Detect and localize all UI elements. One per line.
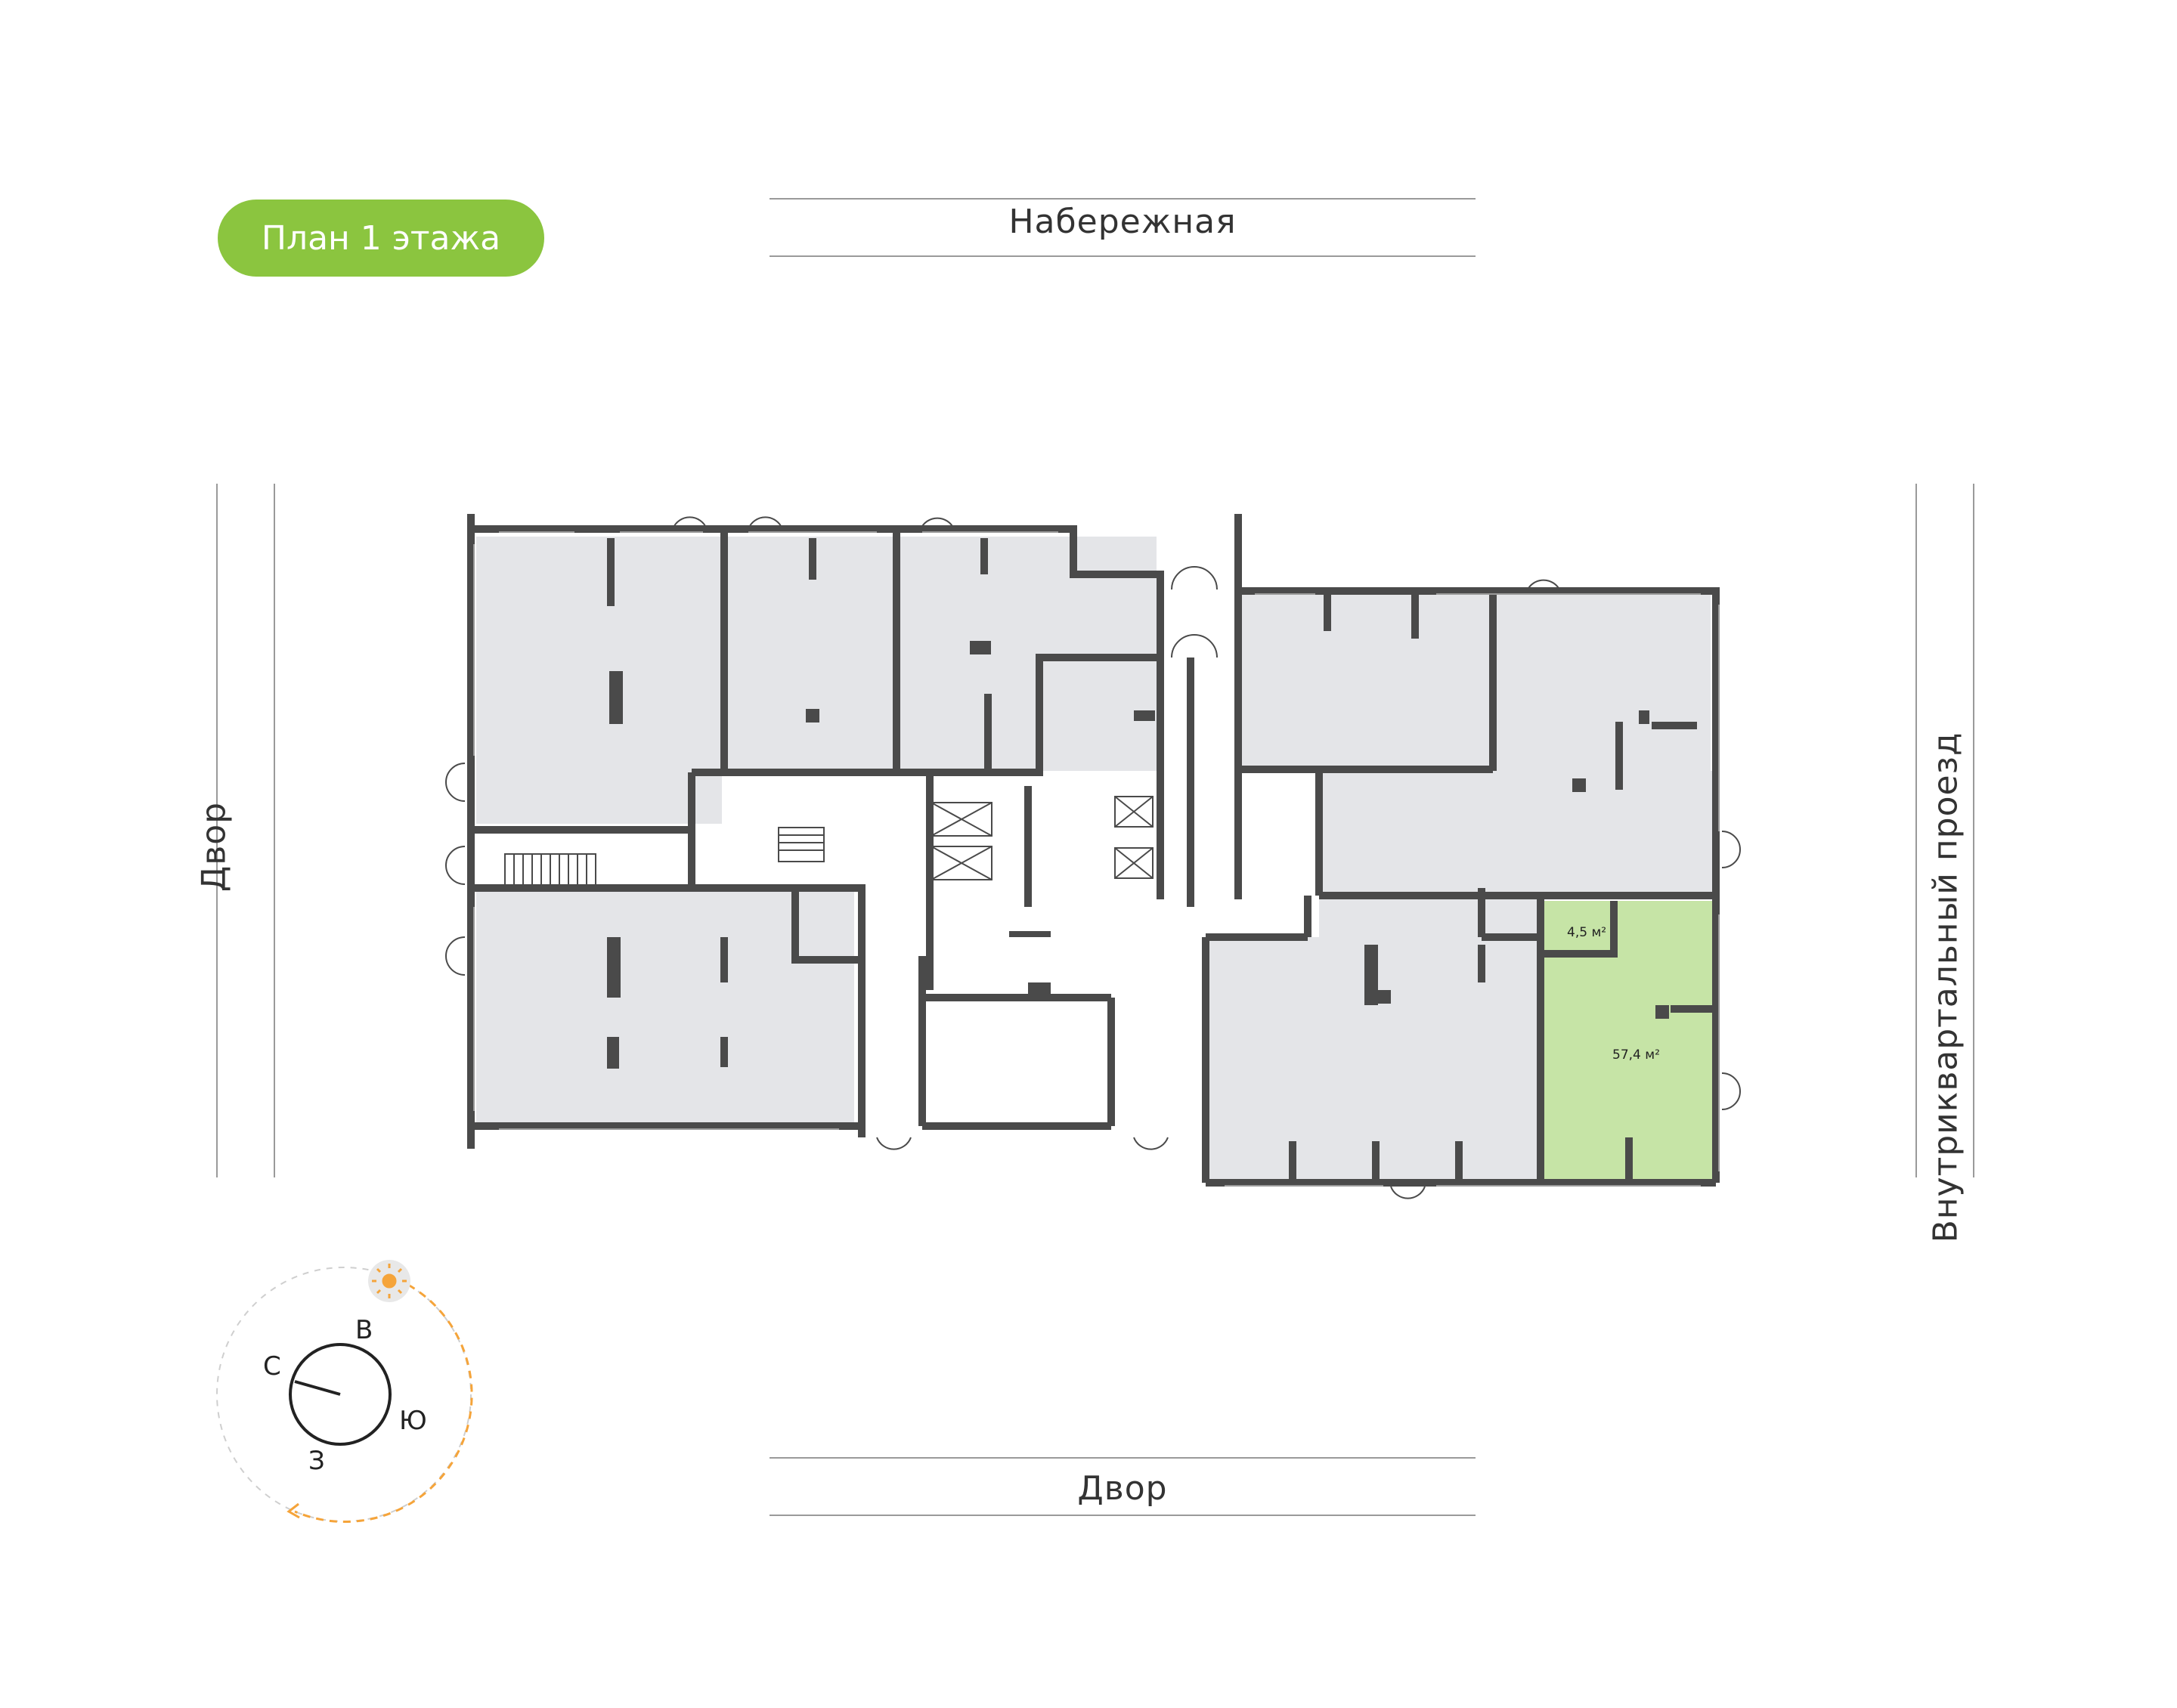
bottom-street-line-1 [770,1457,1476,1459]
plan-title: План 1 этажа [218,200,544,277]
wall-east-interior [1206,591,1716,1183]
bottom-street-line-2 [770,1515,1476,1516]
room-nw [476,537,722,824]
room-e-mid [1319,771,1712,896]
compass-icon [216,1260,473,1523]
orbit-circle [216,1267,472,1522]
unit-area-small: 4,5 м² [1567,925,1607,940]
compass-needle [294,1380,341,1396]
right-street-line-2 [1973,484,1974,1177]
right-street-line-1 [1915,484,1917,1177]
door-icon [445,516,1741,1199]
top-street-line-2 [770,255,1476,257]
unit-area-large: 57,4 м² [1612,1047,1660,1063]
street-label-top: Набережная [1008,203,1237,241]
compass-east: В [355,1315,373,1345]
compass-north: С [263,1351,281,1382]
sun-icon [372,1264,407,1298]
sun-path-arrow [286,1502,300,1519]
wall-east-outline [1202,514,1720,1187]
rooms [476,537,1712,1183]
sun-path [294,1283,473,1523]
staircase-icon [504,827,825,886]
compass-ring [289,1343,392,1446]
room-ne1 [1241,593,1491,767]
compass-south: Ю [399,1406,427,1436]
left-street-line-2 [274,484,275,1177]
street-label-bottom: Двор [1077,1469,1168,1508]
compass-west: З [308,1446,325,1476]
windows [473,531,1720,1187]
room-sw [476,892,854,1126]
top-street-line-1 [770,198,1476,200]
columns [607,538,1712,1183]
walls [467,514,1720,1187]
wall-core [922,658,1194,1130]
left-street-line-1 [216,484,218,1177]
elevator-icon [931,796,1154,880]
highlighted-unit[interactable] [1544,901,1716,1183]
wall-west-interior [471,533,926,1137]
